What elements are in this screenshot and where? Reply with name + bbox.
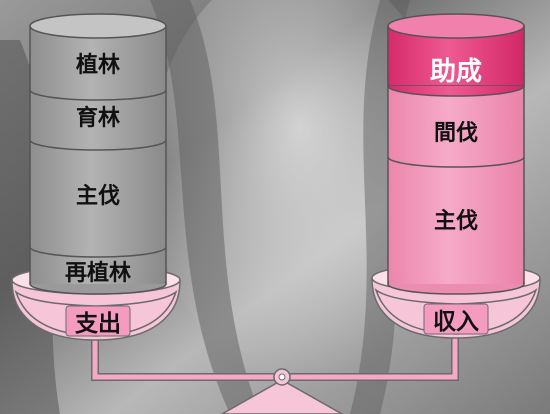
income-layer-label: 主伐 [434,209,478,234]
expense-cylinder [29,13,167,295]
expense-divider-2 [29,139,167,151]
income-layer-label: 助成 [430,57,482,87]
expense-pan-label-bg [65,305,131,337]
pivot-center [278,373,286,381]
expense-divider-3 [29,246,167,258]
income-cylinder [387,13,525,295]
expense-divider-1 [29,89,167,101]
expense-layer-label: 植林 [76,52,120,78]
fulcrum [220,379,344,414]
income-divider-1 [387,85,525,97]
income-layer-label: 間伐 [434,121,478,146]
expense-pan-label: 支出 [74,311,121,337]
income-cylinder-top [387,13,525,39]
expense-layer-label: 再植林 [65,260,131,286]
expense-layer-label: 育林 [76,105,120,131]
rock-shadow-left [150,0,260,414]
expense-cylinder-top [29,13,167,39]
income-pan-label-bg [423,303,489,335]
expense-layer-label: 主伐 [76,184,120,209]
income-pan-label: 収入 [433,309,479,335]
income-divider-2 [387,156,525,168]
